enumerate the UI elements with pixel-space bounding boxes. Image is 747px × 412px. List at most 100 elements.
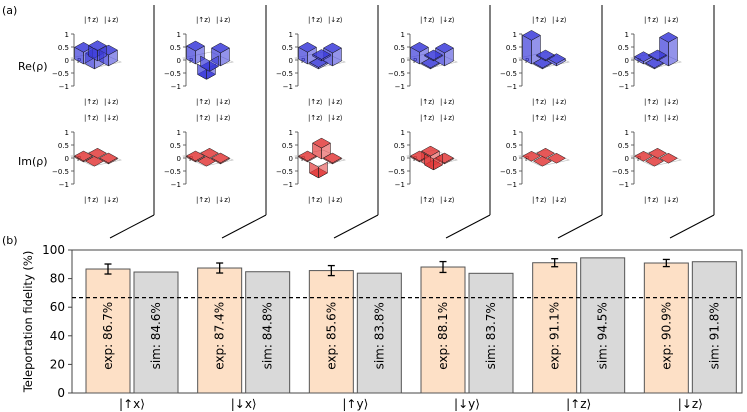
basis-label-bottom: |↓z⟩ [328, 196, 343, 204]
sim-bar [691, 261, 737, 394]
sim-bar [133, 271, 179, 394]
z-tick-label: 0 [625, 155, 629, 163]
z-tick-label: 1 [177, 31, 181, 39]
basis-label-bottom: |↑z⟩ [84, 98, 99, 106]
sim-data-label: sim: 83.8% [372, 302, 386, 369]
z-tick-label: 1 [625, 31, 629, 39]
basis-label-bottom: |↓z⟩ [664, 196, 679, 204]
density-bar-side [321, 54, 331, 62]
basis-label-bottom: |↓z⟩ [104, 98, 119, 106]
z-tick-label: −1 [619, 83, 629, 91]
exp-bar [308, 270, 354, 394]
z-tick-label: −0.5 [52, 70, 69, 78]
z-tick-label: −0.5 [612, 70, 629, 78]
z-tick-label: 0.5 [170, 142, 181, 150]
density-bar-side [220, 47, 230, 67]
z-tick-label: 1 [289, 129, 293, 137]
density-bar-top [546, 152, 567, 164]
y-tick-label: 60 [50, 300, 65, 314]
y-tick-label: 100 [42, 243, 65, 257]
basis-label-top: |↑z⟩ [420, 114, 435, 122]
z-tick-label: 0 [65, 155, 69, 163]
panel-label-a: (a) [2, 4, 17, 17]
sim-data-label: sim: 84.6% [149, 302, 163, 369]
base-grid [182, 149, 234, 167]
basis-label-bottom: |↑z⟩ [308, 98, 323, 106]
density-bar-side [97, 45, 107, 62]
density-bar-side [433, 54, 443, 62]
exp-bar [85, 268, 131, 394]
category-label: |↓z⟩ [678, 397, 703, 411]
base-grid [518, 149, 570, 167]
density-bar-top [535, 147, 556, 159]
z-tick-label: −1 [507, 83, 517, 91]
basis-label-bottom: |↑z⟩ [420, 98, 435, 106]
basis-label-bottom: |↑z⟩ [196, 196, 211, 204]
cell-connector [557, 214, 603, 239]
basis-label-top: |↑z⟩ [308, 114, 323, 122]
basis-label-bottom: |↓z⟩ [328, 98, 343, 106]
z-tick-label: 0.5 [394, 44, 405, 52]
z-tick-label: 1 [177, 129, 181, 137]
density-bar-top [647, 147, 668, 159]
basis-label-top: |↑z⟩ [644, 16, 659, 24]
category-label: |↑y⟩ [342, 397, 368, 411]
cell-connector [221, 214, 267, 239]
row-label-im: Im(ρ) [18, 155, 48, 168]
basis-label-top: |↓z⟩ [328, 114, 343, 122]
density-bar-side [321, 142, 331, 160]
basis-label-top: |↓z⟩ [216, 114, 231, 122]
density-bar-side [430, 62, 440, 70]
base-grid [70, 149, 122, 167]
basis-label-bottom: |↑z⟩ [84, 196, 99, 204]
z-tick-label: 0.5 [282, 142, 293, 150]
basis-label-bottom: |↑z⟩ [420, 196, 435, 204]
z-tick-label: −0.5 [388, 70, 405, 78]
z-tick-label: 0.5 [170, 44, 181, 52]
y-tick-label: 20 [50, 357, 65, 371]
basis-label-top: |↓z⟩ [552, 114, 567, 122]
basis-label-bottom: |↑z⟩ [644, 196, 659, 204]
density-bar-side [307, 155, 317, 163]
basis-label-top: |↑z⟩ [532, 114, 547, 122]
z-tick-label: 0.5 [394, 142, 405, 150]
z-tick-label: 0.5 [282, 44, 293, 52]
z-tick-label: 0 [289, 155, 293, 163]
y-tick-label: 40 [50, 329, 65, 343]
density-bar-side [545, 54, 555, 62]
basis-label-bottom: |↑z⟩ [532, 196, 547, 204]
z-tick-label: 0 [513, 57, 517, 65]
z-tick-label: −1 [395, 83, 405, 91]
z-tick-label: 1 [289, 31, 293, 39]
density-bar-side [542, 62, 552, 70]
exp-data-label: exp: 88.1% [436, 302, 450, 370]
z-tick-label: 0 [625, 57, 629, 65]
plot-frame [71, 249, 743, 394]
z-tick-label: −0.5 [388, 168, 405, 176]
density-matrix-panel: 10.50−0.5−1P|↑z⟩|↓z⟩|↑z⟩|↓z⟩10.50−0.5−1P… [52, 5, 715, 239]
z-tick-label: −0.5 [276, 168, 293, 176]
row-label-re: Re(ρ) [18, 60, 47, 73]
sim-bar [245, 271, 291, 394]
basis-label-top: |↓z⟩ [104, 114, 119, 122]
basis-label-top: |↓z⟩ [440, 114, 455, 122]
density-bar-side [220, 157, 230, 165]
exp-bar [532, 262, 578, 394]
density-bar-side [531, 34, 541, 65]
z-tick-label: 1 [513, 31, 517, 39]
basis-label-bottom: |↓z⟩ [440, 98, 455, 106]
density-bar-top [199, 147, 220, 159]
panel-label-b: (b) [2, 234, 18, 247]
z-tick-label: 1 [401, 129, 405, 137]
basis-label-bottom: |↓z⟩ [216, 196, 231, 204]
z-tick-label: 0.5 [58, 142, 69, 150]
y-tick-label: 0 [57, 386, 65, 400]
z-tick-label: −1 [507, 181, 517, 189]
density-bar-top [521, 150, 542, 162]
exp-bar [197, 267, 243, 394]
basis-label-top: |↑z⟩ [196, 114, 211, 122]
sim-data-label: sim: 83.7% [484, 302, 498, 369]
category-label: |↑z⟩ [566, 397, 591, 411]
z-tick-label: 0 [401, 57, 405, 65]
density-bar-side [433, 153, 443, 171]
